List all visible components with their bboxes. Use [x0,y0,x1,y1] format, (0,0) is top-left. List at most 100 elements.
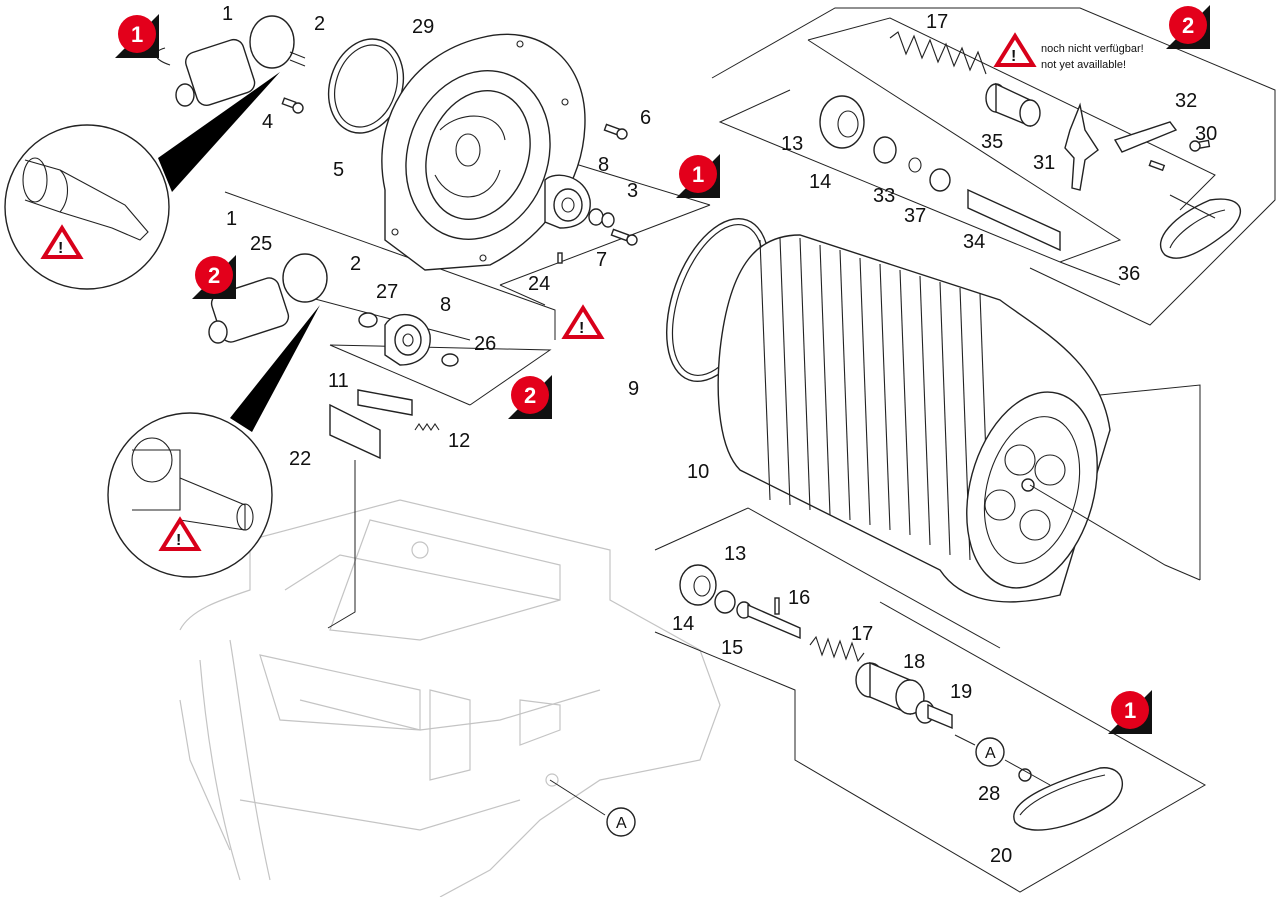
svg-text:1: 1 [1124,698,1136,723]
flange-plate-5 [381,33,586,271]
part-number-7: 7 [596,249,607,271]
shaft-34 [967,188,1061,252]
part-number-37: 37 [904,205,926,227]
part-number-2: 2 [314,13,325,35]
part-number-10: 10 [687,461,709,483]
part-number-2: 2 [350,253,361,275]
ring-13-top [819,95,865,149]
svg-text:not yet availlable!: not yet availlable! [1041,59,1126,71]
handle-20 [1013,767,1123,831]
sleeve-35 [985,82,1041,128]
part-number-32: 32 [1175,90,1197,112]
group-badge-1: 1 [676,154,720,198]
part-number-14: 14 [809,171,831,193]
part-number-16: 16 [788,587,810,609]
part-number-11: 11 [328,370,349,392]
ring-33 [908,157,922,173]
seal-ring-29 [327,38,405,134]
svg-text:2: 2 [1182,13,1194,38]
part-number-26: 26 [474,333,496,355]
part-number-24: 24 [528,273,550,295]
machine-housing-outline [179,499,721,897]
part-number-3: 3 [627,180,638,202]
part-number-5: 5 [333,159,344,181]
part-number-1: 1 [222,3,233,25]
part-number-1: 1 [226,208,237,230]
warning-icon: ! [158,516,202,551]
part-number-4: 4 [262,111,273,133]
circlip-27 [358,312,378,328]
group-badge-2: 2 [508,375,552,419]
callout-frame-top-right [711,7,1276,326]
part-number-35: 35 [981,131,1003,153]
part-number-28: 28 [978,783,1000,805]
part-number-19: 19 [950,681,972,703]
group-badge-2: 2 [192,255,236,299]
part-number-18: 18 [903,651,925,673]
part-number-25: 25 [250,233,272,255]
ring-13-bottom [679,564,717,606]
detail-circle-shaft-2 [107,305,320,578]
part-number-8: 8 [440,294,451,316]
screw-4 [281,97,304,114]
part-number-20: 20 [990,845,1012,867]
svg-text:2: 2 [524,383,536,408]
axle-15 [736,601,801,640]
svg-text:noch nicht verfügbar!: noch nicht verfügbar! [1041,43,1144,55]
bearing-14-bottom [714,590,736,614]
part-number-27: 27 [376,281,398,303]
svg-text:!: ! [579,320,584,337]
svg-text:!: ! [58,240,63,257]
part-number-17: 17 [851,623,873,645]
part-number-13: 13 [724,543,746,565]
svg-text:A: A [616,815,627,832]
part-number-9: 9 [628,378,639,400]
reference-marker-a-right: A [954,734,1051,786]
group-badge-2: 2 [1166,5,1210,49]
part-number-8: 8 [598,154,609,176]
part-number-13: 13 [781,133,803,155]
pin-small-top [1148,159,1166,172]
part-number-15: 15 [721,637,743,659]
part-number-33: 33 [873,185,895,207]
part-number-22: 22 [289,448,311,470]
part-number-36: 36 [1118,263,1140,285]
svg-text:1: 1 [131,22,143,47]
brush-roller-10 [717,234,1201,603]
part-number-14: 14 [672,613,694,635]
bearing-block-8-mid [384,313,431,366]
spring-17-bottom [809,635,865,663]
bracket-22 [329,403,381,460]
svg-text:1: 1 [692,162,704,187]
pin-16 [774,597,780,615]
callout-frame-bottom-right [654,507,1207,893]
warning-icon: ! [561,304,605,339]
ring-26 [441,353,459,367]
screw-30 [1189,139,1211,152]
warning-icon: ! [993,32,1037,67]
svg-text:!: ! [1011,48,1016,65]
bearing-block-8-top [544,174,591,229]
screw-6 [603,123,628,140]
part-number-30: 30 [1195,123,1217,145]
warning-icon: ! [40,224,84,259]
part-number-31: 31 [1033,152,1055,174]
group-badge-1: 1 [1108,690,1152,734]
part-number-29: 29 [412,16,434,38]
svg-text:2: 2 [208,263,220,288]
part-number-6: 6 [640,107,651,129]
availability-note: noch nicht verfügbar! not yet availlable… [1041,43,1144,71]
detail-circle-shaft-1 [4,72,280,290]
handle-36 [1159,194,1242,259]
leader-bracket-to-housing [327,460,356,629]
part-number-34: 34 [963,231,985,253]
motor-1 [155,15,306,107]
fork-31 [1064,102,1099,191]
reference-marker-a-left: A [549,779,636,837]
part-number-17: 17 [926,11,948,33]
group-badge-1: 1 [115,14,159,58]
washer-37 [929,168,951,192]
